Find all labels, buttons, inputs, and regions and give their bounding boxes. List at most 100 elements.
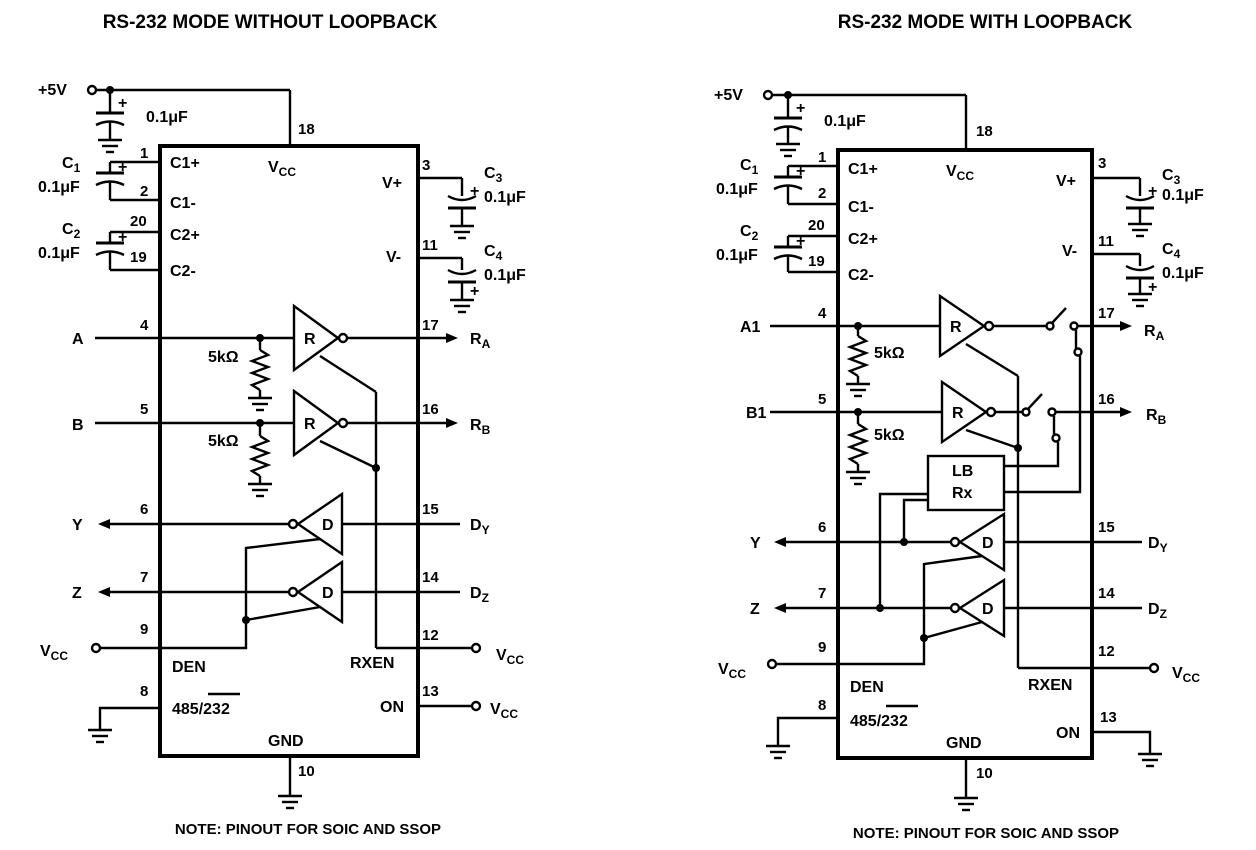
svg-text:18: 18 bbox=[976, 123, 993, 140]
svg-text:C1-: C1- bbox=[170, 195, 196, 212]
left-capacitor-c1: + bbox=[95, 159, 160, 202]
svg-text:10: 10 bbox=[298, 763, 315, 780]
right-output-ra-label: RA bbox=[1144, 323, 1165, 343]
svg-text:9: 9 bbox=[818, 639, 826, 656]
right-note: NOTE: PINOUT FOR SOIC AND SSOP bbox=[853, 825, 1119, 842]
svg-text:+: + bbox=[796, 163, 805, 180]
left-driver-y bbox=[295, 491, 344, 557]
right-capacitor-c2: + bbox=[773, 233, 838, 274]
svg-text:14: 14 bbox=[1098, 585, 1115, 602]
right-receiver-a bbox=[938, 293, 987, 359]
svg-text:5kΩ: 5kΩ bbox=[208, 433, 239, 450]
right-supply-label: +5V bbox=[714, 87, 743, 104]
svg-text:+: + bbox=[796, 233, 805, 250]
svg-text:C2-: C2- bbox=[848, 267, 874, 284]
svg-text:D: D bbox=[322, 517, 334, 534]
left-c4-label: C4 bbox=[484, 243, 503, 263]
svg-text:+: + bbox=[1148, 279, 1157, 296]
svg-text:+: + bbox=[1148, 183, 1157, 200]
left-vcc-rxen-label: VCC bbox=[496, 647, 524, 667]
svg-text:LB: LB bbox=[952, 463, 973, 480]
svg-text:2: 2 bbox=[140, 183, 148, 200]
svg-text:RXEN: RXEN bbox=[350, 655, 394, 672]
left-capacitor-c4: + bbox=[447, 258, 479, 314]
svg-text:13: 13 bbox=[1100, 709, 1117, 726]
left-output-rb-label: RB bbox=[470, 417, 491, 437]
svg-text:R: R bbox=[950, 319, 962, 336]
left-title: RS-232 MODE WITHOUT LOOPBACK bbox=[103, 12, 438, 33]
left-input-dz-label: DZ bbox=[470, 585, 489, 605]
svg-text:R: R bbox=[304, 416, 316, 433]
svg-text:17: 17 bbox=[1098, 305, 1115, 322]
svg-text:0.1μF: 0.1μF bbox=[38, 179, 80, 196]
svg-text:8: 8 bbox=[818, 697, 826, 714]
svg-text:C2+: C2+ bbox=[848, 231, 878, 248]
left-supply-label: +5V bbox=[38, 82, 67, 99]
left-ic-vcc-label: VCC bbox=[268, 159, 296, 179]
left-c2-label: C2 bbox=[62, 221, 81, 241]
right-c3-label: C3 bbox=[1162, 167, 1181, 187]
left-note: NOTE: PINOUT FOR SOIC AND SSOP bbox=[175, 821, 441, 838]
right-output-y-label: Y bbox=[750, 535, 761, 552]
left-receiver-b bbox=[292, 388, 341, 458]
svg-text:+: + bbox=[118, 159, 127, 176]
svg-text:0.1μF: 0.1μF bbox=[1162, 265, 1204, 282]
svg-text:11: 11 bbox=[422, 237, 438, 254]
svg-text:9: 9 bbox=[140, 621, 148, 638]
right-input-a1-label: A1 bbox=[740, 319, 761, 336]
left-c3-label: C3 bbox=[484, 165, 503, 185]
svg-text:0.1μF: 0.1μF bbox=[484, 267, 526, 284]
svg-text:5: 5 bbox=[818, 391, 826, 408]
svg-text:12: 12 bbox=[1098, 643, 1115, 660]
left-mode-select-label: 485/232 bbox=[172, 701, 230, 718]
svg-text:C1-: C1- bbox=[848, 199, 874, 216]
svg-text:DEN: DEN bbox=[850, 679, 884, 696]
right-input-dy-label: DY bbox=[1148, 535, 1168, 555]
svg-text:C1+: C1+ bbox=[848, 161, 878, 178]
svg-text:5kΩ: 5kΩ bbox=[874, 427, 905, 444]
svg-text:R: R bbox=[304, 331, 316, 348]
right-vcc-den-label: VCC bbox=[718, 661, 746, 681]
left-decoupling-cap-value: 0.1μF bbox=[146, 109, 188, 126]
right-output-z-label: Z bbox=[750, 601, 760, 618]
svg-text:GND: GND bbox=[946, 735, 982, 752]
svg-text:3: 3 bbox=[1098, 155, 1106, 172]
right-ic-vcc-label: VCC bbox=[946, 163, 974, 183]
svg-text:Rx: Rx bbox=[952, 485, 973, 502]
svg-text:18: 18 bbox=[298, 121, 315, 138]
right-capacitor-c3: + bbox=[1125, 178, 1157, 238]
svg-text:5kΩ: 5kΩ bbox=[208, 349, 239, 366]
svg-text:14: 14 bbox=[422, 569, 439, 586]
svg-text:3: 3 bbox=[422, 157, 430, 174]
left-vcc-den-label: VCC bbox=[40, 643, 68, 663]
svg-text:7: 7 bbox=[818, 585, 826, 602]
svg-text:+: + bbox=[470, 183, 479, 200]
right-c4-label: C4 bbox=[1162, 241, 1181, 261]
svg-text:D: D bbox=[322, 585, 334, 602]
svg-text:20: 20 bbox=[808, 217, 825, 234]
svg-text:5kΩ: 5kΩ bbox=[874, 345, 905, 362]
svg-text:13: 13 bbox=[422, 683, 439, 700]
svg-text:8: 8 bbox=[140, 683, 148, 700]
right-vcc-rxen-label: VCC bbox=[1172, 665, 1200, 685]
svg-text:16: 16 bbox=[422, 401, 439, 418]
right-loopback-rx-block bbox=[926, 454, 1006, 512]
right-receiver-b bbox=[940, 379, 989, 445]
right-input-b1-label: B1 bbox=[746, 405, 767, 422]
svg-text:5: 5 bbox=[140, 401, 148, 418]
svg-text:V+: V+ bbox=[1056, 173, 1076, 190]
right-resistor-b bbox=[844, 412, 872, 486]
svg-text:ON: ON bbox=[1056, 725, 1080, 742]
right-switch-a bbox=[1045, 307, 1083, 357]
left-input-dy-label: DY bbox=[470, 517, 490, 537]
right-decoupling-cap-value: 0.1μF bbox=[824, 113, 866, 130]
svg-text:+: + bbox=[796, 100, 805, 117]
svg-text:0.1μF: 0.1μF bbox=[716, 181, 758, 198]
svg-text:17: 17 bbox=[422, 317, 439, 334]
svg-text:R: R bbox=[952, 405, 964, 422]
svg-text:4: 4 bbox=[140, 317, 149, 334]
svg-text:6: 6 bbox=[818, 519, 826, 536]
right-c1-label: C1 bbox=[740, 157, 759, 177]
left-input-b-label: B bbox=[72, 417, 84, 434]
